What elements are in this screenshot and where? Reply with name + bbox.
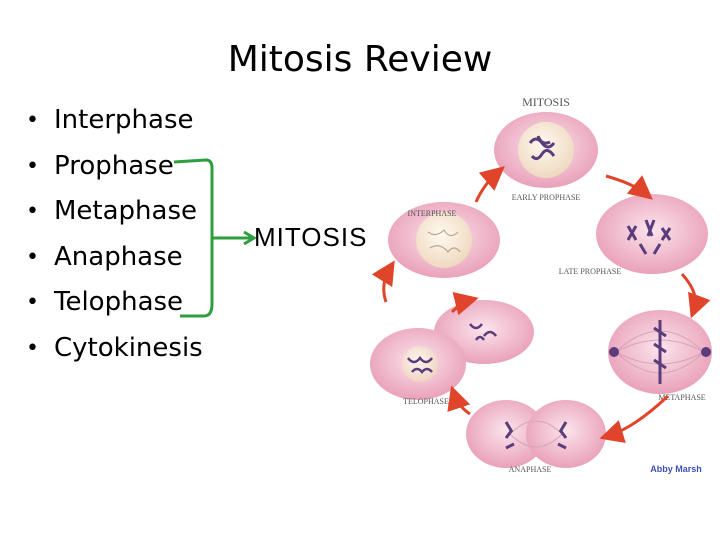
label-telophase: TELOPHASE [403,397,449,406]
cell-late-prophase [596,194,708,274]
label-early-prophase: EARLY PROPHASE [512,193,581,202]
list-item-cytokinesis: Cytokinesis [24,326,203,372]
label-late-prophase: LATE PROPHASE [559,267,622,276]
diagram-credit: Abby Marsh [650,464,702,474]
cell-telophase [370,328,466,400]
diagram-heading: MITOSIS [522,95,570,109]
label-anaphase: ANAPHASE [509,465,552,474]
cycle-arrows [371,166,711,444]
label-metaphase: METAPHASE [658,393,705,402]
list-item-anaphase: Anaphase [24,235,203,281]
list-item-prophase: Prophase [24,144,203,190]
mitosis-label: MITOSIS [254,222,368,252]
slide-title: Mitosis Review [227,39,493,80]
mitosis-bracket [173,158,257,318]
list-item-metaphase: Metaphase [24,189,203,235]
cell-anaphase [466,400,606,468]
cell-interphase [388,202,500,278]
cell-early-prophase [494,112,598,188]
phase-list: Interphase Prophase Metaphase Anaphase T… [24,98,203,371]
list-item-interphase: Interphase [24,98,203,144]
list-item-telophase: Telophase [24,280,203,326]
mitosis-cycle-diagram: MITOSIS EARLY PROPHASE INTERPHASE LATE P… [370,95,712,474]
cell-metaphase [608,310,712,394]
label-interphase: INTERPHASE [408,209,457,218]
